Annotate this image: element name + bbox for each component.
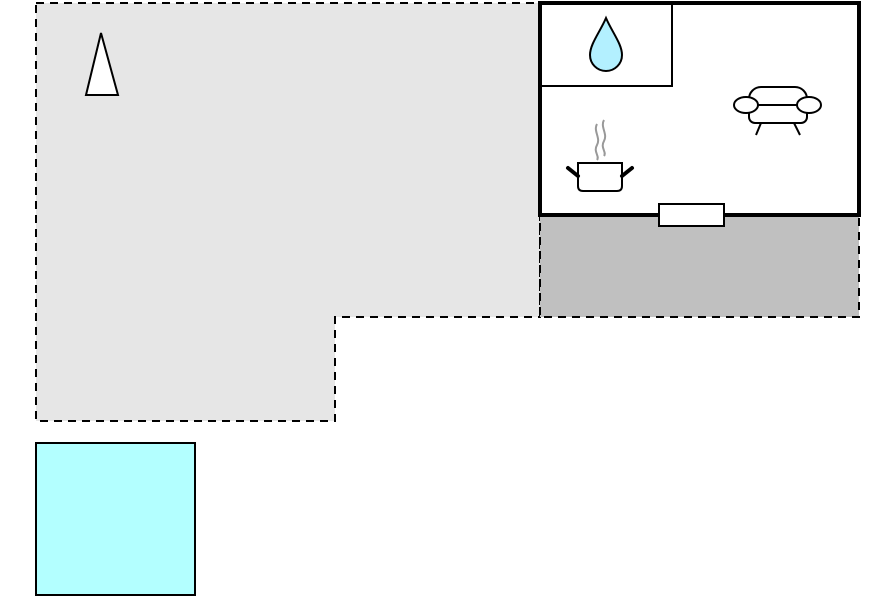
door-icon [658,203,725,227]
plot-area [35,2,541,422]
sofa-icon [733,86,822,136]
terrace-area [539,214,860,318]
bathroom-wall [542,5,673,87]
pool-area [35,442,196,596]
north-arrow-icon [84,32,120,96]
cooking-pot-icon [566,119,634,192]
water-drop-icon [588,15,624,72]
